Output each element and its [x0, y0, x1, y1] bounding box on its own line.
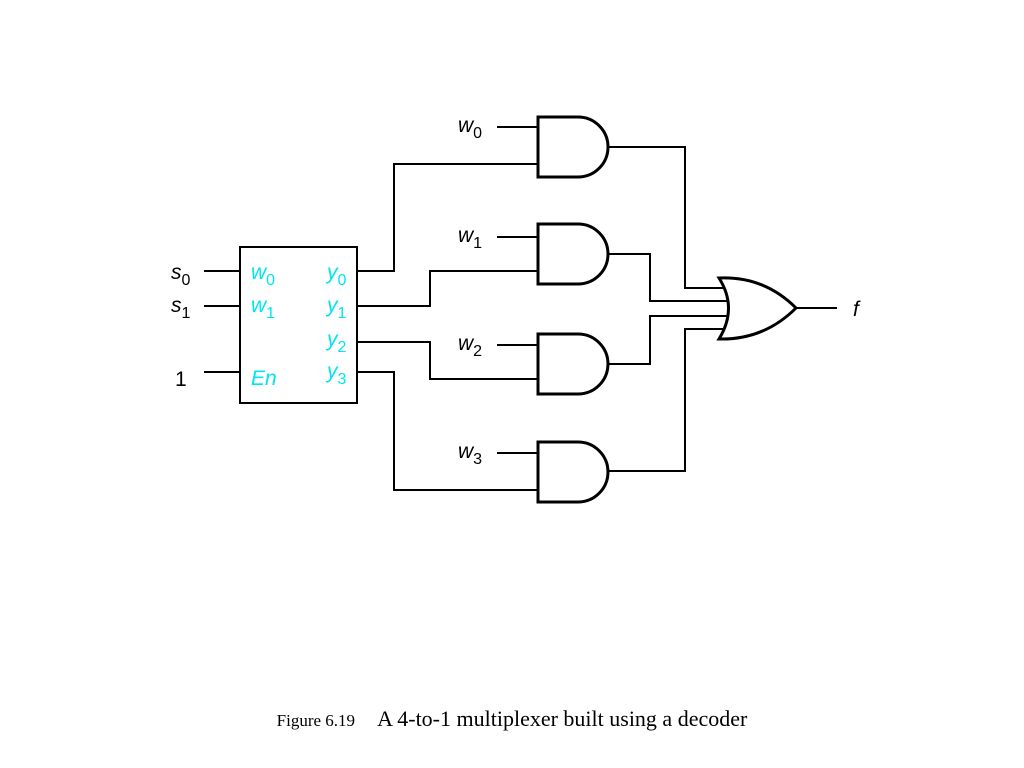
decoder-y1-label: y1 — [325, 294, 347, 322]
decoder-y2-label: y2 — [325, 328, 347, 356]
w1-label: w1 — [458, 224, 482, 252]
w3-label: w3 — [458, 440, 482, 468]
w0-label: w0 — [458, 114, 482, 142]
and2-out-wire — [608, 315, 729, 365]
y3-wire — [356, 371, 541, 491]
decoder-w0-label: w0 — [251, 261, 275, 289]
and3-out-wire — [608, 328, 726, 472]
decoder-w1-label: w1 — [251, 294, 275, 322]
and-gate-1 — [536, 222, 610, 286]
w2-label: w2 — [458, 332, 482, 360]
and0-out-wire — [608, 146, 726, 289]
output-f-label: f — [853, 298, 861, 321]
enable-input-label: 1 — [175, 368, 187, 391]
and-gate-2 — [536, 332, 610, 396]
y0-wire — [356, 163, 541, 272]
decoder-y3-label: y3 — [325, 360, 347, 388]
y2-wire — [356, 341, 541, 380]
s0-label: s0 — [171, 261, 191, 289]
decoder-y0-label: y0 — [325, 261, 347, 289]
figure-number: Figure 6.19 — [276, 711, 356, 730]
y1-wire — [356, 270, 541, 307]
decoder-box — [239, 246, 358, 404]
s1-label: s1 — [171, 294, 191, 322]
decoder-en-label: En — [251, 367, 277, 390]
and-gate-0 — [536, 115, 610, 179]
and-gate-3 — [536, 440, 610, 504]
circuit-diagram: s0 s1 1 w0 w1 En y0 y1 y2 y3 w0 w1 w2 w3… — [171, 114, 861, 504]
caption-text: A 4-to-1 multiplexer built using a decod… — [377, 706, 748, 731]
or-gate — [716, 276, 799, 341]
figure-caption: Figure 6.19 A 4-to-1 multiplexer built u… — [0, 706, 1024, 732]
and1-out-wire — [608, 253, 729, 302]
